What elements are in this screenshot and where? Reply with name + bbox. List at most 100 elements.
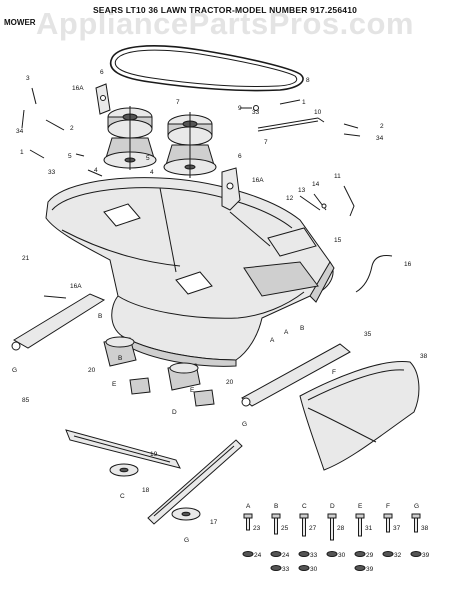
washer-b: [270, 551, 282, 557]
callout-1-left: 1: [20, 149, 24, 156]
letter-a-2: A: [284, 329, 289, 336]
callout-18: 17: [210, 519, 218, 526]
letter-a-1: A: [270, 337, 275, 344]
nut-part-number: 39: [366, 566, 374, 573]
bolt-part-number: 31: [365, 525, 373, 532]
callout-20: 19: [150, 451, 158, 458]
mower-deck-housing: [45, 177, 335, 367]
washer-part-number: 33: [310, 552, 318, 559]
letter-f-1: F: [332, 369, 336, 376]
letter-g-2: G: [242, 421, 247, 428]
right-spindle-pulley: [163, 112, 217, 178]
callout-13: 13: [298, 187, 306, 194]
letter-b-2: B: [300, 325, 304, 332]
hardware-bolt-chart: A2324B252433C273330D2830E312939F3732G383…: [242, 503, 430, 573]
bolt-shank-d: [330, 517, 334, 541]
washer-a: [242, 551, 254, 557]
bolt-part-number: 37: [393, 525, 401, 532]
nut-e: [354, 565, 366, 571]
callout-35-left: 34: [16, 128, 24, 135]
chart-letter-c: C: [302, 503, 307, 510]
letter-g-3: G: [184, 537, 189, 544]
blade-adapter-left: [103, 336, 151, 395]
diagram-title: SEARS LT10 36 LAWN TRACTOR-MODEL NUMBER …: [92, 5, 358, 15]
bolt-shank-e: [358, 517, 362, 537]
blade-washer-left: [109, 463, 139, 477]
blade-washer-right: [171, 507, 201, 521]
callout-14: 14: [312, 181, 320, 188]
discharge-deflector: [299, 361, 420, 471]
bolt-head-d: [327, 513, 337, 519]
upper-right-hardware: [240, 99, 361, 137]
callout-9: 9: [238, 105, 242, 112]
callout-6: 6: [100, 69, 104, 76]
bolt-shank-b: [274, 517, 278, 535]
chart-letter-a: A: [246, 503, 251, 510]
callout-4-mid: 4: [150, 169, 154, 176]
callout-17: 16A: [70, 283, 82, 290]
bolt-part-number: 38: [421, 525, 429, 532]
chart-letter-b: B: [274, 503, 278, 510]
chart-letter-e: E: [358, 503, 363, 510]
washer-part-number: 24: [254, 552, 262, 559]
callout-34-right: 33: [252, 109, 260, 116]
bolt-shank-g: [414, 517, 418, 533]
callout-16: 16: [404, 261, 412, 268]
callout-10: 10: [314, 109, 322, 116]
washer-d: [326, 551, 338, 557]
washer-part-number: 32: [394, 552, 402, 559]
bolt-head-a: [243, 513, 253, 519]
letter-d-1: D: [172, 409, 177, 416]
bolt-part-number: 23: [253, 525, 261, 532]
bolt-head-f: [383, 513, 393, 519]
callout-22: 21: [22, 255, 30, 262]
chart-letter-f: F: [386, 503, 390, 510]
callout-4-left: 4: [94, 167, 98, 174]
callout-8: 8: [306, 77, 310, 84]
washer-f: [382, 551, 394, 557]
callout-21-left: 20: [88, 367, 96, 374]
letter-b-3: B: [118, 355, 122, 362]
callout-11: 11: [334, 173, 341, 180]
washer-c: [298, 551, 310, 557]
lift-rod: [257, 117, 325, 132]
washer-e: [354, 551, 366, 557]
bolt-head-c: [299, 513, 309, 519]
figure-code: 85: [22, 397, 30, 404]
callout-6-right: 6: [238, 153, 242, 160]
bolt-shank-a: [246, 517, 250, 531]
callout-5-left: 5: [68, 153, 72, 160]
washer-part-number: 30: [338, 552, 346, 559]
section-label: MOWER: [4, 18, 36, 27]
callout-16a-left: 16A: [72, 85, 84, 92]
callout-7-right: 7: [264, 139, 268, 146]
letter-c-1: C: [120, 493, 125, 500]
bolt-part-number: 25: [281, 525, 289, 532]
blade-left: [65, 429, 181, 469]
letter-e-2: E: [190, 387, 195, 394]
chart-letter-d: D: [330, 503, 335, 510]
blade-adapter-right: [167, 362, 215, 407]
bolt-head-g: [411, 513, 421, 519]
callout-2-right: 2: [380, 123, 384, 130]
callout-2-left: 2: [70, 125, 74, 132]
nut-part-number: 33: [282, 566, 290, 573]
callout-36: 35: [364, 331, 372, 338]
idler-bracket-right: [221, 167, 241, 211]
washer-part-number: 24: [282, 552, 290, 559]
bolt-head-e: [355, 513, 365, 519]
letter-g-1: G: [12, 367, 17, 374]
washer-part-number: 39: [422, 552, 430, 559]
callout-12: 12: [286, 195, 294, 202]
front-stabilizer-rod: [11, 293, 106, 351]
callout-34-left: 33: [48, 169, 56, 176]
callout-15: 15: [334, 237, 342, 244]
idler-bracket-left: [95, 83, 111, 115]
letter-e-1: E: [112, 381, 117, 388]
callout-labels: 3 34 2 1 33 5 4 16A 6 7 8 9 1 10 33 2 34…: [12, 69, 428, 544]
left-spindle-pulley: [103, 106, 157, 170]
bolt-shank-c: [302, 517, 306, 537]
callout-35-right: 34: [376, 135, 384, 142]
bolt-part-number: 27: [309, 525, 317, 532]
